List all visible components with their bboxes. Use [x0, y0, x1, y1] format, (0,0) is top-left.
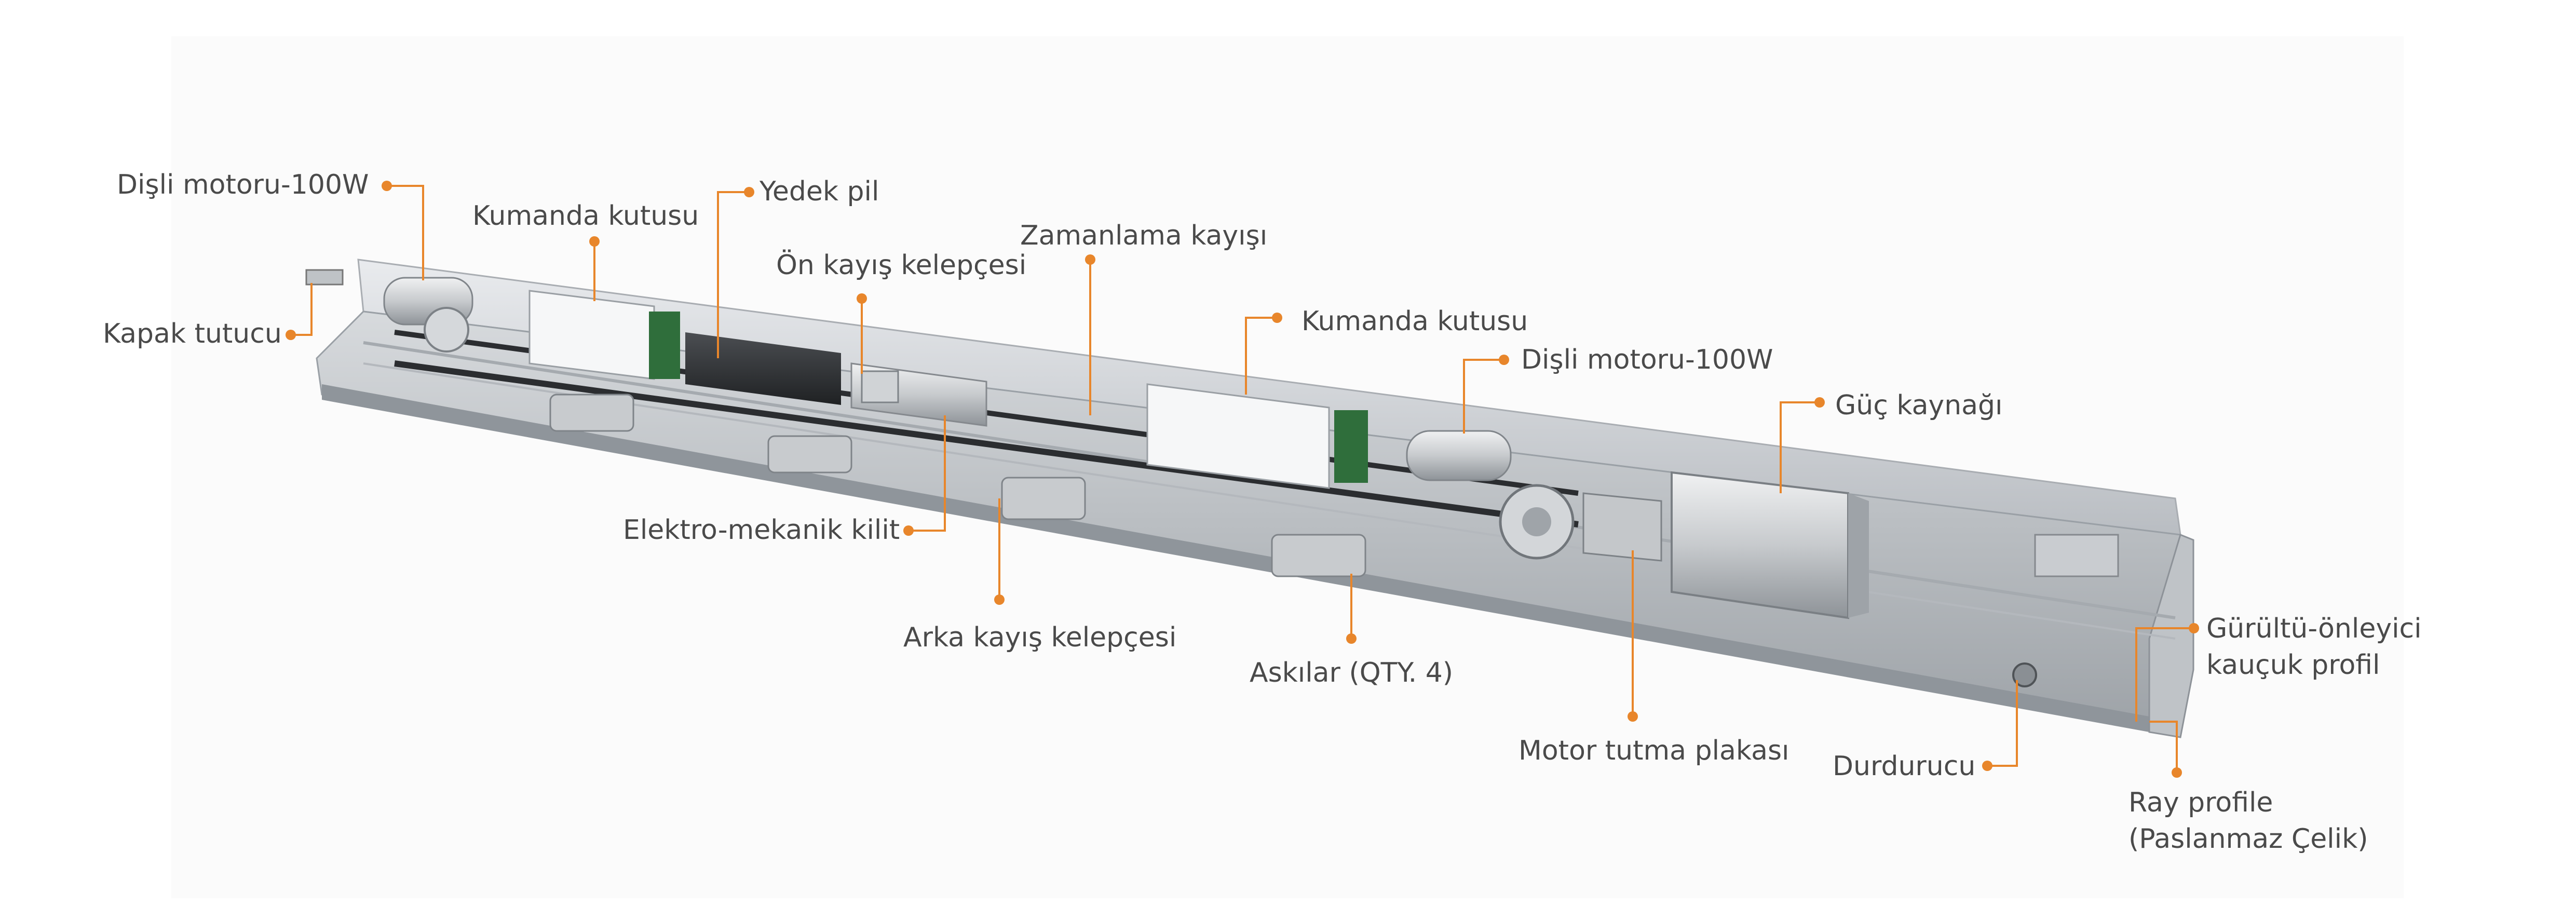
cover-holder-shape — [305, 269, 344, 286]
label-kumanda-kutusu-left: Kumanda kutusu — [472, 200, 699, 232]
power-supply-shape — [1671, 471, 1849, 619]
right-control-box-shape — [1146, 383, 1330, 489]
label-durdurucu: Durdurucu — [1833, 751, 1976, 782]
motor-holding-plate-shape — [1582, 492, 1662, 562]
hanger-2 — [767, 435, 852, 473]
label-gurultu-onleyici-line2: kauçuk profil — [2206, 650, 2380, 681]
label-arka-kayis-kelepcesi: Arka kayış kelepçesi — [903, 622, 1177, 653]
hanger-1 — [549, 394, 634, 432]
hanger-3 — [1001, 477, 1086, 520]
label-motor-tutma-plakasi: Motor tutma plakası — [1519, 735, 1789, 766]
hanger-4 — [1271, 534, 1366, 577]
backup-battery-shape — [685, 332, 841, 405]
label-guc-kaynagi: Güç kaynağı — [1835, 390, 2003, 421]
stopper-shape — [2012, 662, 2037, 687]
front-belt-clamp-shape — [861, 370, 899, 403]
label-yedek-pil: Yedek pil — [760, 176, 879, 207]
label-ray-profile-line1: Ray profile — [2128, 787, 2273, 818]
right-gear-motor-shape — [1406, 430, 1512, 481]
timing-belt-bottom — [394, 360, 1579, 527]
rail-end-profile — [2148, 533, 2194, 738]
left-control-box-shape — [528, 290, 655, 380]
label-elektro-mekanik-kilit: Elektro-mekanik kilit — [623, 515, 900, 546]
label-disli-motoru-right: Dişli motoru-100W — [1521, 344, 1773, 375]
label-gurultu-onleyici-line1: Gürültü-önleyici — [2206, 613, 2422, 644]
label-zamanlama-kayisi: Zamanlama kayışı — [1020, 220, 1268, 251]
label-kapak-tutucu: Kapak tutucu — [103, 318, 282, 349]
label-on-kayis-kelepcesi: Ön kayış kelepçesi — [776, 250, 1027, 281]
label-askilar: Askılar (QTY. 4) — [1250, 657, 1454, 688]
label-ray-profile-line2: (Paslanmaz Çelik) — [2128, 823, 2368, 855]
label-kumanda-kutusu-right: Kumanda kutusu — [1301, 306, 1528, 337]
label-disli-motoru-left: Dişli motoru-100W — [117, 169, 369, 200]
